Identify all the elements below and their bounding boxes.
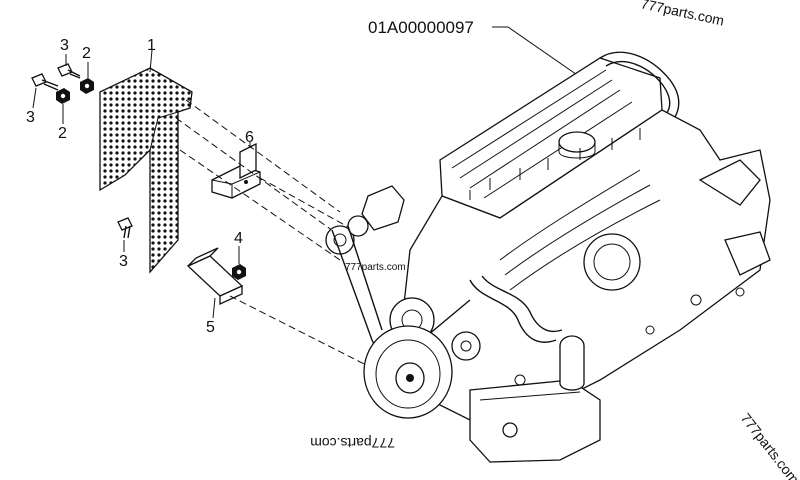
nut-part-4	[232, 264, 246, 280]
bracket-part-5	[186, 247, 244, 306]
heat-shield-part-1	[99, 67, 193, 274]
nut-part-2-top	[80, 78, 94, 94]
bolt-part-3-left	[31, 73, 59, 91]
callout-2-lower: 2	[58, 125, 67, 142]
part-number-leader-line	[492, 26, 597, 89]
assembly-part-number: 01A00000097	[368, 18, 474, 37]
watermark-bottom-right: 777parts.com	[738, 410, 800, 480]
bolt-part-3-top	[57, 63, 81, 79]
callout-1: 1	[147, 37, 156, 54]
watermark-bottom-center: 777parts.com	[310, 435, 395, 451]
nut-part-2-lower	[56, 88, 70, 104]
callout-3-top: 3	[60, 37, 69, 54]
bracket-part-6	[211, 142, 261, 199]
callout-5: 5	[206, 319, 215, 336]
assembly-guide-lines	[175, 99, 381, 373]
watermark-engine: 777parts.com	[345, 262, 406, 273]
bolt-part-3-lower	[117, 217, 133, 239]
callout-1-leader	[149, 49, 153, 73]
callout-4: 4	[234, 230, 243, 247]
callout-2-top: 2	[82, 45, 91, 62]
callout-3-left: 3	[26, 109, 35, 126]
watermark-top-right: 777parts.com	[639, 0, 725, 29]
callout-6: 6	[245, 129, 254, 146]
engine-assembly	[325, 51, 771, 463]
callout-3-lower: 3	[119, 253, 128, 270]
